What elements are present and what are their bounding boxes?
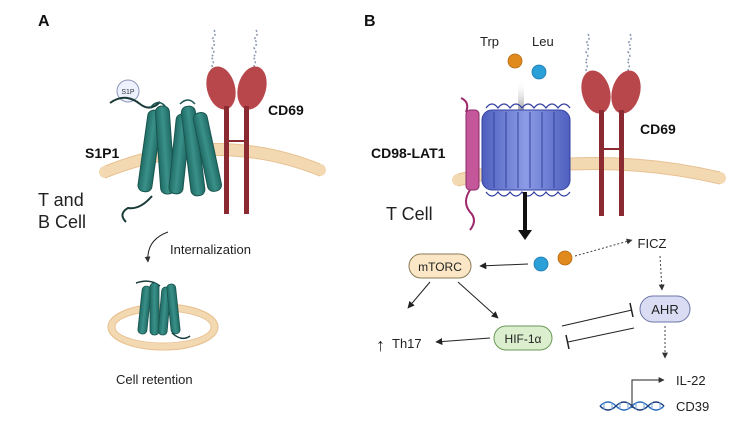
ahr-node: AHR	[639, 295, 691, 323]
il22-label: IL-22	[676, 373, 706, 388]
s1p-ligand-icon: S1P	[116, 79, 140, 103]
ahr-inhibits-hif-line	[565, 327, 635, 350]
vesicle-icon	[107, 280, 219, 351]
panel-a-letter: A	[38, 13, 50, 30]
trp-molecule-icon	[507, 53, 523, 69]
cell-label-a-line1: T and	[38, 190, 84, 210]
trp-molecule-2-icon	[557, 250, 573, 266]
cd39-label: CD39	[676, 399, 709, 414]
ficz-label: FICZ	[638, 236, 667, 251]
cd98-lat1-transporter-icon	[460, 97, 571, 231]
dna-icon	[599, 401, 665, 411]
ficz-to-ahr-arrow	[658, 255, 665, 291]
aa-to-mtorc-arrow	[479, 262, 529, 270]
internalization-arrow	[144, 231, 169, 263]
cd98-lat1-label: CD98-LAT1	[371, 145, 446, 161]
th17-label: Th17	[392, 336, 422, 351]
leu-label: Leu	[532, 34, 554, 49]
hif-to-th17-arrow	[435, 337, 491, 346]
trp-label: Trp	[480, 34, 499, 49]
channel-gradient	[518, 80, 524, 112]
leu-molecule-icon	[531, 64, 547, 80]
cd69-b-icon	[581, 33, 641, 216]
trp-to-ficz-arrow	[574, 238, 633, 257]
th17-up-arrow: ↑	[376, 335, 385, 355]
hif-inhibits-ahr-line	[561, 302, 634, 327]
retention-label: Cell retention	[116, 372, 193, 387]
panel-b-letter: B	[364, 13, 376, 30]
mtorc-node: mTORC	[408, 253, 472, 279]
s1p1-receptor-icon	[109, 96, 222, 223]
s1p-ligand-label: S1P	[121, 89, 135, 96]
hif-node: HIF-1α	[493, 325, 553, 351]
leu-molecule-2-icon	[533, 256, 549, 272]
transcription-start-arrow	[631, 377, 665, 408]
transport-arrow-head	[518, 230, 532, 240]
mtorc-to-th17-arrow	[407, 281, 431, 309]
mtorc-label: mTORC	[418, 260, 462, 274]
mtorc-to-hif-arrow	[457, 281, 499, 319]
cell-label-b: T Cell	[386, 204, 433, 224]
internalization-label: Internalization	[170, 242, 251, 257]
cell-label-a-line2: B Cell	[38, 212, 86, 232]
cd69-a-label: CD69	[268, 102, 304, 118]
ahr-label: AHR	[651, 302, 678, 317]
s1p1-label: S1P1	[85, 145, 119, 161]
cd69-b-label: CD69	[640, 121, 676, 137]
hif-label: HIF-1α	[505, 332, 542, 346]
cd69-a-icon	[206, 29, 267, 214]
